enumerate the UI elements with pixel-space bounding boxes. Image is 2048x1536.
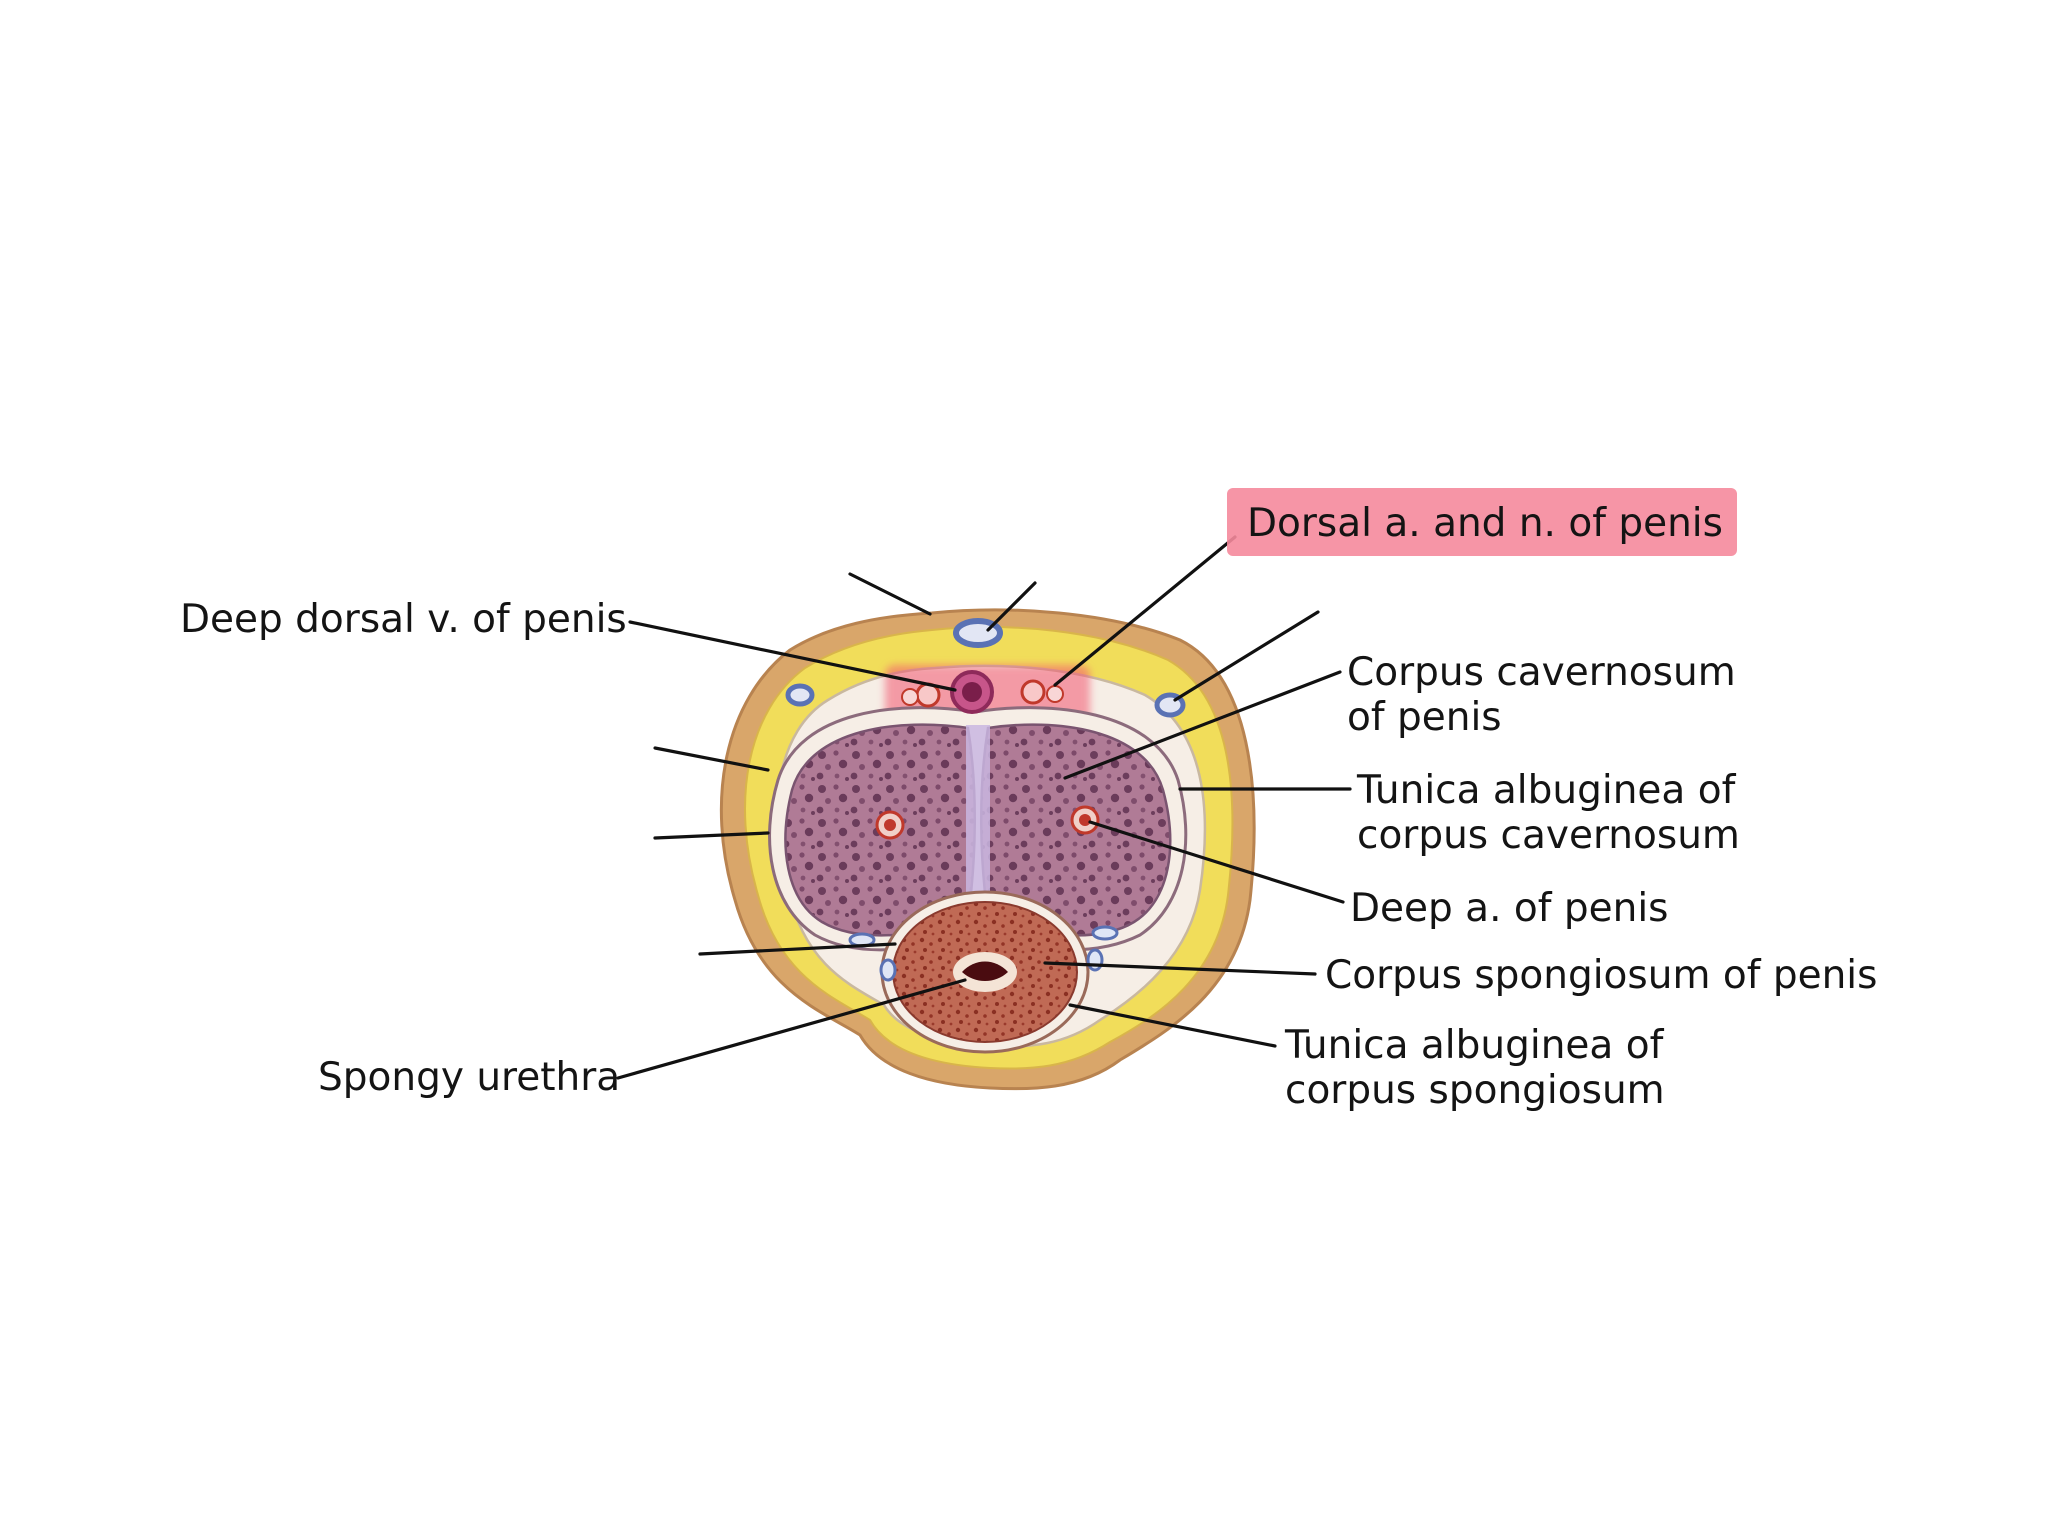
leader-top-left — [848, 572, 932, 616]
leader-top-right — [1173, 610, 1320, 702]
leader-deep-dorsal-vein — [628, 620, 957, 692]
leader-top-center — [986, 581, 1037, 632]
leader-spongy-urethra — [616, 978, 967, 1080]
leader-dorsal-artery-nerve — [1053, 535, 1237, 687]
septum — [966, 725, 990, 920]
label-deep-artery: Deep a. of penis — [1350, 886, 1668, 931]
label-tunica-spongiosum: Tunica albuginea of — [1284, 1023, 1665, 1068]
label-spongy-urethra: Spongy urethra — [318, 1055, 620, 1100]
label-deep-dorsal-vein: Deep dorsal v. of penis — [180, 597, 627, 642]
dorsal-label-highlight — [1227, 488, 1737, 556]
leader-left-upper — [653, 746, 770, 772]
vein-bottom-right — [1086, 925, 1119, 972]
leader-tunica-spongiosum — [1068, 1003, 1277, 1048]
label-corpus-cavernosum: Corpus cavernosum — [1347, 650, 1736, 695]
vein-left — [785, 683, 815, 707]
leader-deep-artery — [1088, 820, 1345, 904]
cross-section-illustration — [719, 608, 1256, 1091]
label-corpus-spongiosum: Corpus spongiosum of penis — [1325, 953, 1877, 998]
label-tunica-cavernosum-line2: corpus cavernosum — [1357, 813, 1740, 858]
vein-bottom-left — [848, 932, 897, 982]
leader-lines — [616, 535, 1352, 1080]
label-corpus-cavernosum-line2: of penis — [1347, 695, 1502, 740]
leader-left-lower — [698, 942, 897, 956]
dorsal-artery-right — [1020, 679, 1064, 705]
deep-artery-right — [1070, 805, 1100, 835]
dorsal-artery-left — [901, 682, 941, 708]
spongy-urethra-lumen — [962, 961, 1008, 981]
labels: Dorsal a. and n. of penis Deep dorsal v.… — [180, 488, 1877, 1113]
leader-corpus-cavernosum — [1063, 670, 1342, 780]
label-tunica-spongiosum-line2: corpus spongiosum — [1285, 1068, 1665, 1113]
deep-dorsal-vein — [950, 670, 994, 714]
label-tunica-cavernosum: Tunica albuginea of — [1356, 768, 1737, 813]
leader-corpus-spongiosum — [1043, 961, 1317, 976]
label-dorsal-artery-nerve: Dorsal a. and n. of penis — [1247, 501, 1723, 546]
deep-artery-left — [875, 810, 905, 840]
leader-left-middle — [653, 831, 770, 840]
